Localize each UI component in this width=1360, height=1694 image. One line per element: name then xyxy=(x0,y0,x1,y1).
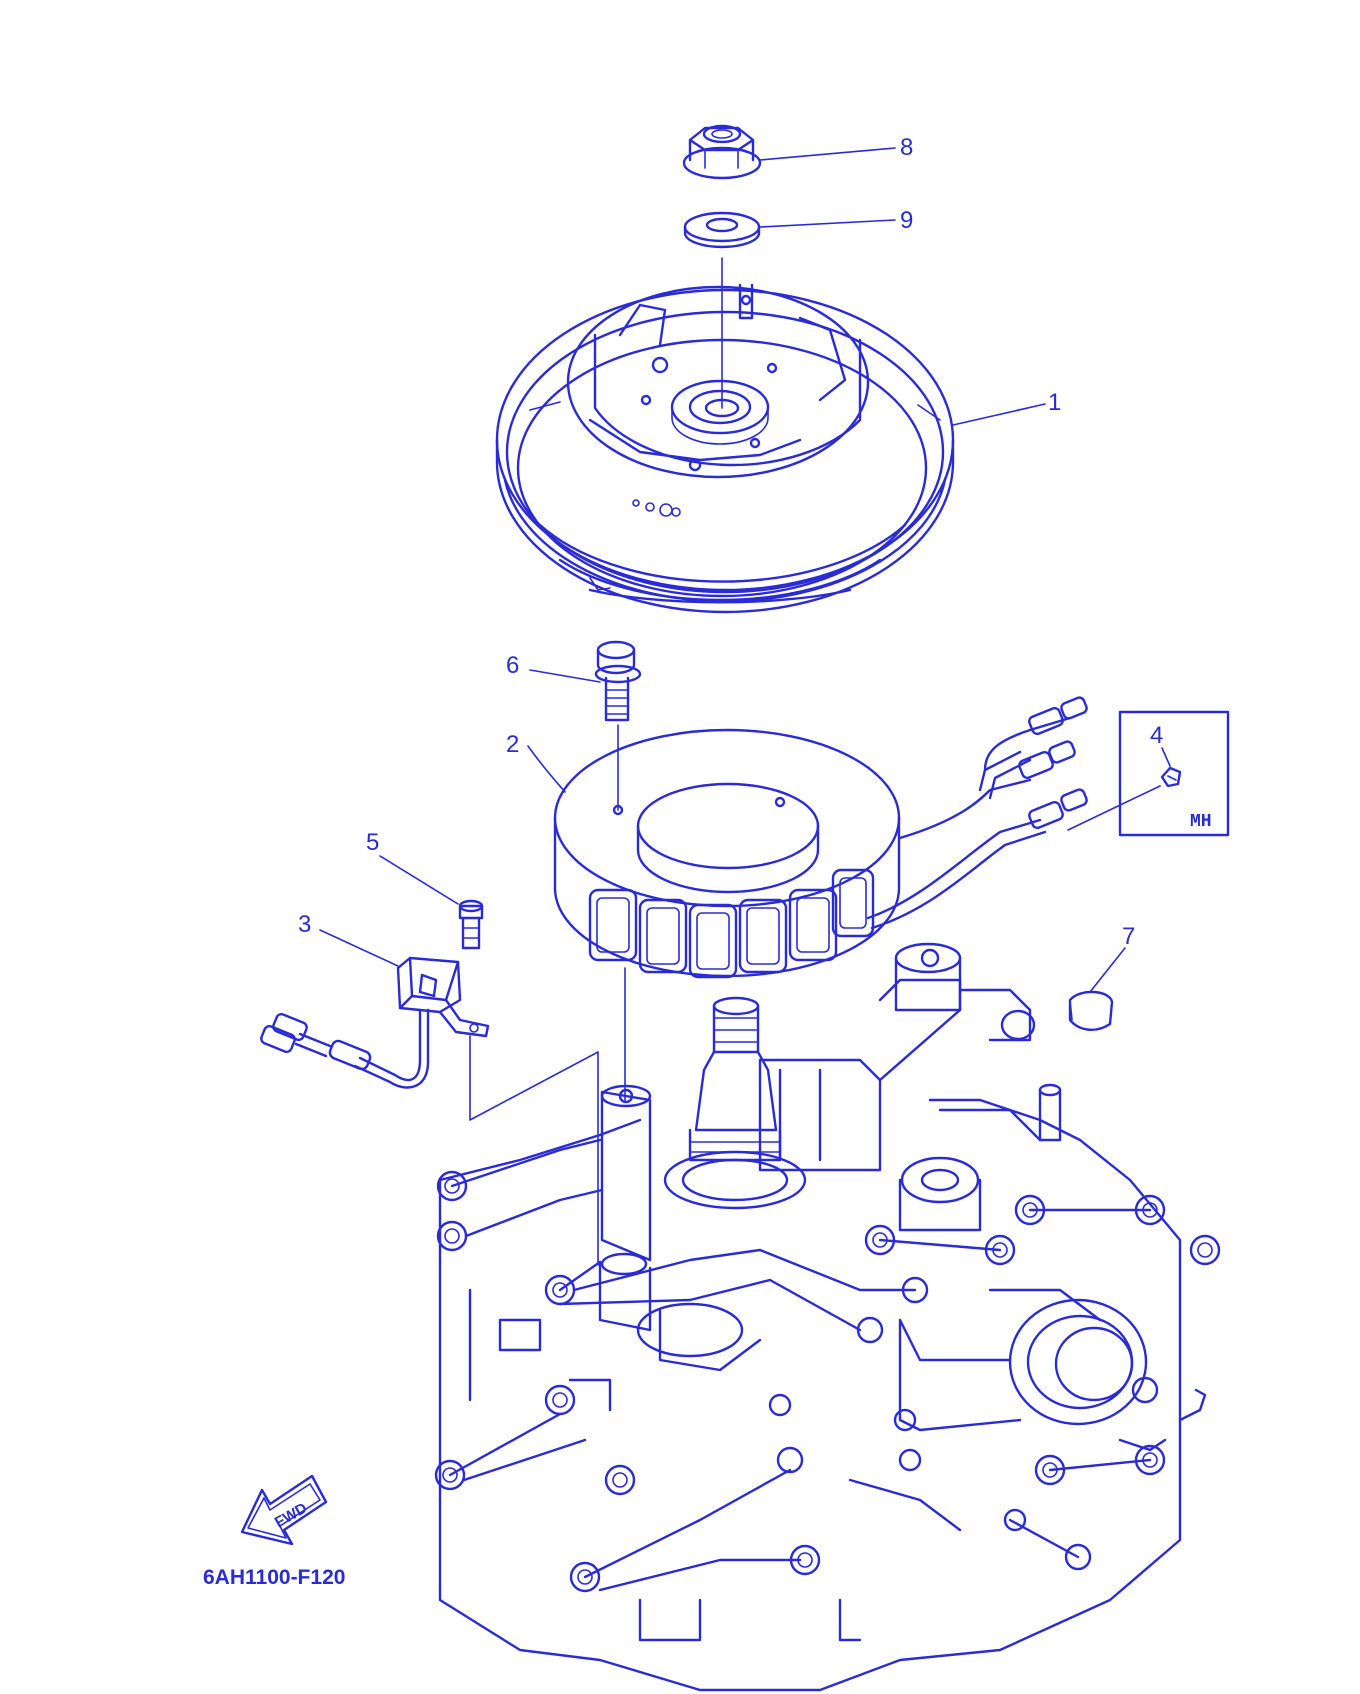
part-2-stator-coil[interactable] xyxy=(553,696,1088,979)
part-8-flange-nut[interactable] xyxy=(682,124,762,180)
inset-box-mh: MH xyxy=(1118,710,1230,837)
callout-9: 9 xyxy=(900,207,913,234)
callout-2: 2 xyxy=(506,731,519,758)
forward-direction-arrow: FWD xyxy=(240,1474,328,1546)
drawing-code: 6AH1100-F120 xyxy=(203,1566,345,1589)
leader-lines xyxy=(319,147,1171,993)
pulser-guide-line xyxy=(469,1035,599,1266)
callout-1: 1 xyxy=(1048,389,1061,416)
stator-windings xyxy=(588,868,875,979)
part-3-pulser-coil[interactable] xyxy=(260,956,490,1089)
callout-8: 8 xyxy=(900,134,913,161)
part-9-washer[interactable] xyxy=(683,211,761,249)
crankcase-block xyxy=(434,942,1221,1692)
callout-numbers: 8 9 1 6 2 4 5 3 7 xyxy=(298,134,1163,950)
part-7-woodruff-key[interactable] xyxy=(1068,990,1114,1031)
callout-6: 6 xyxy=(506,652,519,679)
callout-3: 3 xyxy=(298,911,311,938)
part-1-flywheel-magneto[interactable] xyxy=(495,283,955,614)
callout-5: 5 xyxy=(366,829,379,856)
callout-4: 4 xyxy=(1150,722,1163,749)
callout-7: 7 xyxy=(1122,923,1135,950)
inset-label: MH xyxy=(1190,812,1212,832)
part-6-bolt[interactable] xyxy=(594,640,642,722)
screw-guide-line xyxy=(1067,785,1161,831)
part-5-bolt[interactable] xyxy=(458,899,484,950)
part-4-screw[interactable] xyxy=(1160,766,1182,788)
